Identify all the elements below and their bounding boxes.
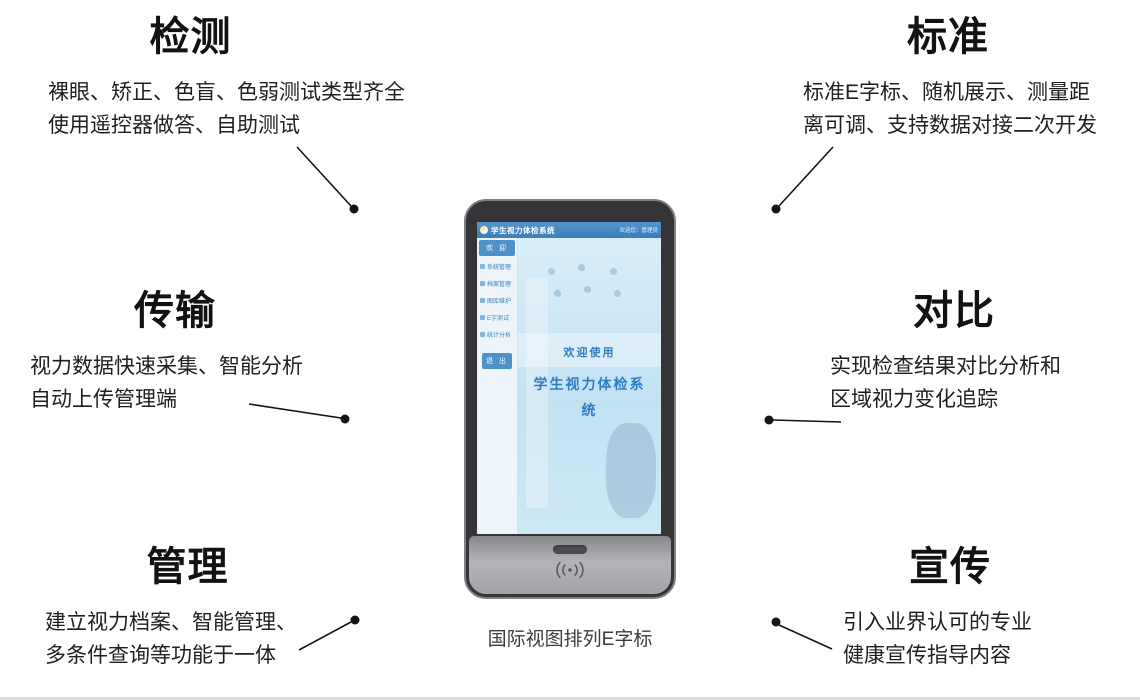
sidebar-item-archive: 档案管理 bbox=[477, 275, 517, 292]
screen-sidebar: 欢 迎 系统管理 档案管理 图库维护 E字测试 bbox=[477, 238, 518, 534]
sidebar-item-system: 系统管理 bbox=[477, 258, 517, 275]
connector-line-comparison bbox=[772, 419, 842, 423]
topbar-user-text: 欢迎您：管理员 bbox=[619, 228, 658, 234]
photo-dot bbox=[554, 290, 561, 297]
photo-dot bbox=[584, 286, 591, 293]
system-name-line: 统 bbox=[581, 402, 598, 418]
feature-description: 建立视力档案、智能管理、 多条件查询等功能于一体 bbox=[45, 606, 345, 672]
feature-line: 多条件查询等功能于一体 bbox=[45, 644, 276, 667]
feature-line: 引入业界认可的专业 bbox=[843, 611, 1032, 634]
photo-dot bbox=[610, 268, 617, 275]
feature-title: 传输 bbox=[134, 289, 216, 333]
connector-line-detection bbox=[296, 146, 352, 207]
device-screen: 学生视力体检系统 欢迎您：管理员 欢 迎 系统管理 档案管理 bbox=[477, 222, 661, 534]
feature-transmission: 传输 视力数据快速采集、智能分析 自动上传管理端 bbox=[30, 288, 370, 416]
photo-figure bbox=[606, 423, 656, 518]
sidebar-item-gallery: 图库维护 bbox=[477, 292, 517, 309]
feature-line: 标准E字标、随机展示、测量距 bbox=[803, 81, 1091, 104]
connector-dot-management bbox=[350, 615, 360, 625]
sidebar-item-etest: E字测试 bbox=[477, 309, 517, 326]
menu-square-icon bbox=[480, 298, 485, 303]
screen-topbar: 学生视力体检系统 欢迎您：管理员 bbox=[477, 222, 661, 238]
device-chin bbox=[469, 536, 671, 594]
sidebar-item-stats: 统计分析 bbox=[477, 326, 517, 343]
feature-title: 宣传 bbox=[909, 545, 991, 589]
connector-dot-detection bbox=[349, 204, 359, 214]
feature-line: 建立视力档案、智能管理、 bbox=[45, 611, 297, 634]
sidebar-item-label: 统计分析 bbox=[487, 333, 512, 339]
sidebar-item-label: E字测试 bbox=[487, 316, 510, 322]
app-logo-icon bbox=[480, 226, 488, 234]
feature-line: 离可调、支持数据对接二次开发 bbox=[803, 114, 1097, 137]
menu-square-icon bbox=[480, 264, 485, 269]
menu-square-icon bbox=[480, 332, 485, 337]
connector-line-promotion bbox=[778, 624, 833, 650]
connector-dot-promotion bbox=[771, 617, 781, 627]
connector-line-standard bbox=[778, 146, 834, 207]
screen-welcome-text: 欢迎使用 学生视力体检系 统 bbox=[518, 344, 661, 420]
bottom-divider bbox=[0, 697, 1140, 700]
feature-title: 管理 bbox=[146, 545, 229, 589]
feature-title: 标准 bbox=[907, 15, 989, 59]
feature-line: 健康宣传指导内容 bbox=[843, 644, 1011, 667]
screen-main-area: 欢迎使用 学生视力体检系 统 bbox=[518, 238, 661, 534]
welcome-line: 欢迎使用 bbox=[563, 347, 616, 359]
photo-band bbox=[518, 333, 661, 367]
feature-line: 使用遥控器做答、自助测试 bbox=[48, 114, 300, 137]
sidebar-welcome-button: 欢 迎 bbox=[479, 240, 515, 256]
photo-dot bbox=[548, 268, 555, 275]
screen-body: 欢 迎 系统管理 档案管理 图库维护 E字测试 bbox=[477, 238, 661, 534]
feature-description: 视力数据快速采集、智能分析 自动上传管理端 bbox=[30, 350, 370, 416]
feature-title: 检测 bbox=[149, 15, 232, 59]
photo-dot bbox=[578, 264, 585, 271]
feature-management: 管理 建立视力档案、智能管理、 多条件查询等功能于一体 bbox=[45, 544, 345, 672]
sidebar-item-label: 档案管理 bbox=[487, 282, 512, 288]
sidebar-exit-button: 退 出 bbox=[482, 353, 512, 369]
feature-title: 对比 bbox=[913, 289, 995, 333]
app-title: 学生视力体检系统 bbox=[491, 225, 555, 235]
feature-description: 标准E字标、随机展示、测量距 离可调、支持数据对接二次开发 bbox=[803, 76, 1103, 142]
feature-promotion: 宣传 引入业界认可的专业 健康宣传指导内容 bbox=[843, 544, 1059, 672]
sidebar-item-label: 图库维护 bbox=[487, 299, 512, 305]
photo-strip bbox=[526, 278, 548, 508]
device-mockup: 学生视力体检系统 欢迎您：管理员 欢 迎 系统管理 档案管理 bbox=[464, 199, 676, 599]
sidebar-item-label: 系统管理 bbox=[487, 265, 512, 271]
feature-line: 区域视力变化追踪 bbox=[830, 388, 998, 411]
menu-square-icon bbox=[480, 315, 485, 320]
feature-detection: 检测 裸眼、矫正、色盲、色弱测试类型齐全 使用遥控器做答、自助测试 bbox=[48, 14, 460, 142]
feature-description: 实现检查结果对比分析和 区域视力变化追踪 bbox=[830, 350, 1080, 416]
photo-dot bbox=[614, 290, 621, 297]
feature-description: 引入业界认可的专业 健康宣传指导内容 bbox=[843, 606, 1059, 672]
contactless-icon bbox=[556, 561, 584, 579]
menu-square-icon bbox=[480, 281, 485, 286]
feature-description: 裸眼、矫正、色盲、色弱测试类型齐全 使用遥控器做答、自助测试 bbox=[48, 76, 460, 142]
speaker-slot bbox=[553, 545, 587, 554]
feature-line: 裸眼、矫正、色盲、色弱测试类型齐全 bbox=[48, 81, 405, 104]
connector-dot-standard bbox=[771, 204, 781, 214]
connector-dot-comparison bbox=[764, 415, 774, 425]
feature-comparison: 对比 实现检查结果对比分析和 区域视力变化追踪 bbox=[830, 288, 1080, 416]
system-name-line: 学生视力体检系 bbox=[533, 376, 646, 392]
device-caption: 国际视图排列E字标 bbox=[487, 629, 653, 650]
feature-line: 视力数据快速采集、智能分析 bbox=[30, 355, 303, 378]
feature-line: 实现检查结果对比分析和 bbox=[830, 355, 1061, 378]
feature-standard: 标准 标准E字标、随机展示、测量距 离可调、支持数据对接二次开发 bbox=[803, 14, 1103, 142]
feature-line: 自动上传管理端 bbox=[30, 388, 177, 411]
